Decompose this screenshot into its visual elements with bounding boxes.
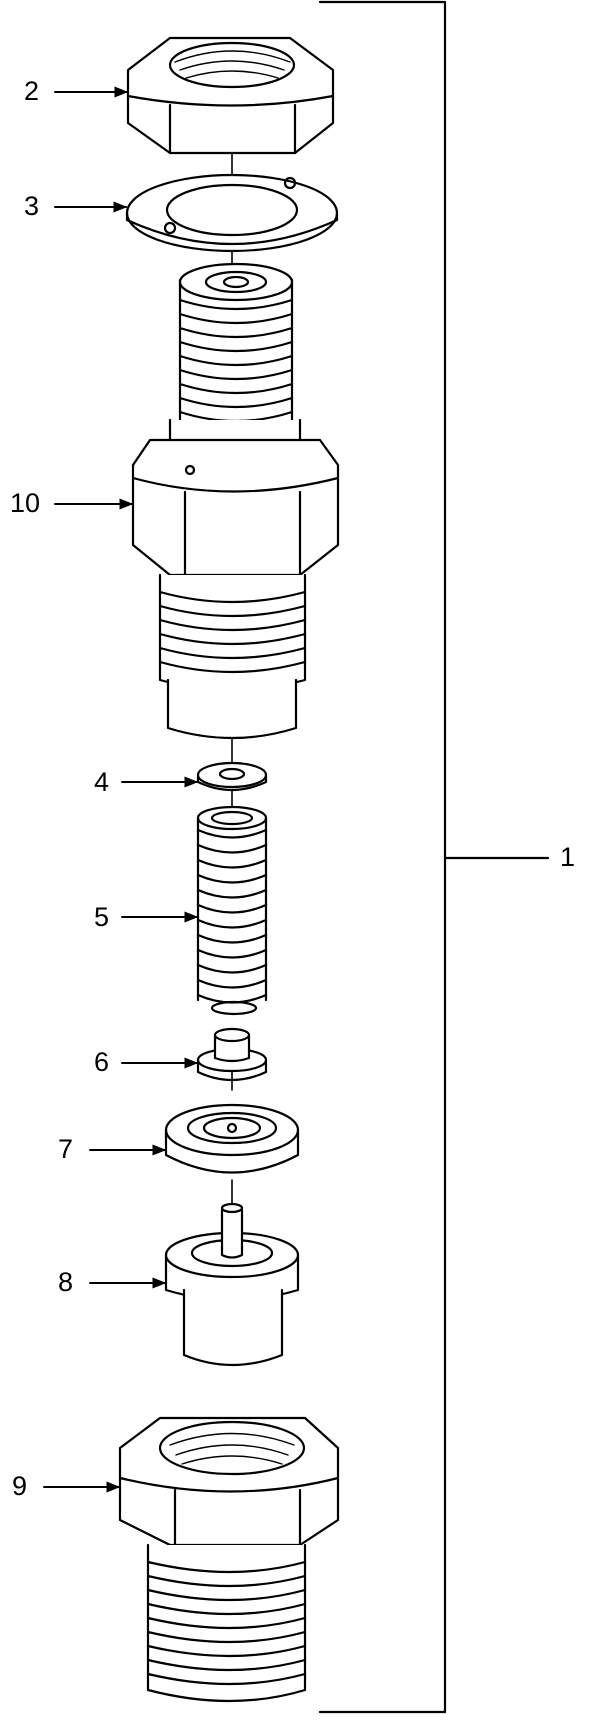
callout-10: 10	[10, 488, 41, 518]
sealing-plate	[125, 173, 339, 253]
leader-arrows	[43, 86, 199, 1493]
callout-2: 2	[24, 76, 40, 106]
pressure-pin	[196, 1027, 268, 1082]
nozzle-retaining-nut	[118, 1416, 340, 1703]
callout-1: 1	[560, 842, 576, 872]
callout-5: 5	[94, 902, 110, 932]
nozzle-holder-body	[131, 262, 340, 740]
shim-washer	[196, 761, 268, 792]
intermediate-disc	[164, 1103, 300, 1174]
compression-spring	[196, 805, 268, 1016]
callout-8: 8	[58, 1267, 74, 1297]
callout-9: 9	[12, 1471, 28, 1501]
upper-hex-nut	[126, 36, 335, 155]
callout-6: 6	[94, 1047, 110, 1077]
assembly-bracket	[318, 0, 550, 1714]
callout-3: 3	[24, 191, 40, 221]
callout-7: 7	[58, 1134, 74, 1164]
nozzle	[164, 1202, 300, 1367]
callout-4: 4	[94, 767, 110, 797]
